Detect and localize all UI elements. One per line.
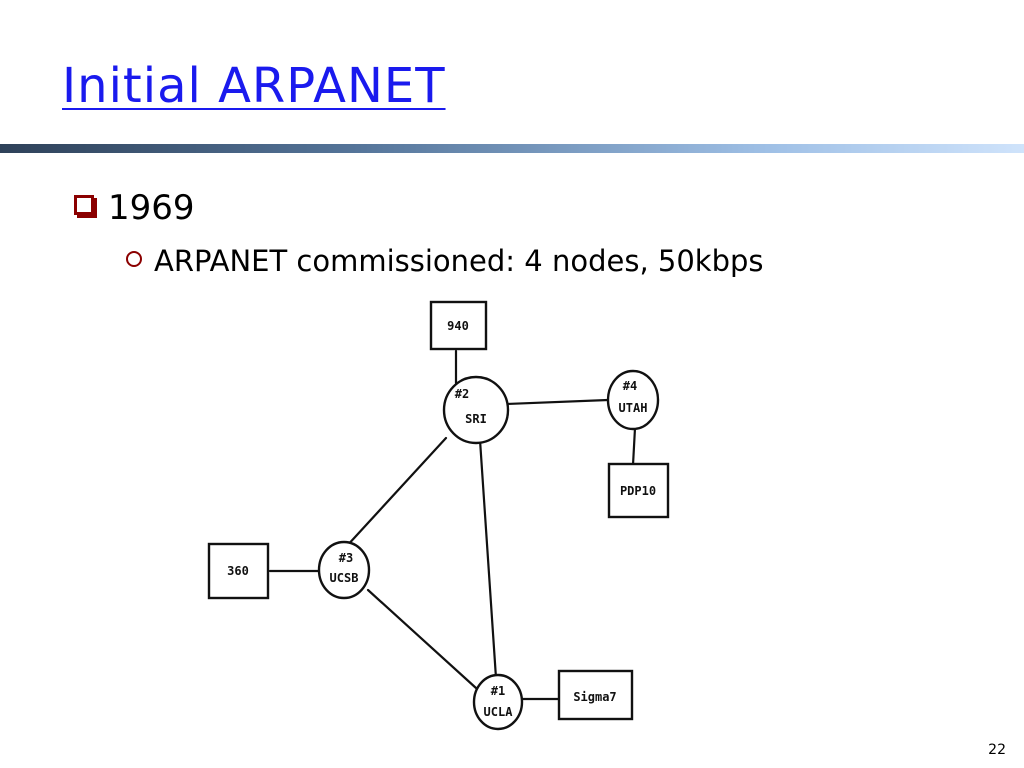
circle-bullet-icon [126, 251, 142, 267]
page-number: 22 [988, 742, 1006, 758]
link-sri-ucla [478, 438, 498, 680]
box-360-label: 360 [227, 564, 249, 578]
link-ucsb-ucla [366, 588, 478, 690]
node-ucsb-id: #3 [339, 551, 353, 565]
box-940 [429, 300, 488, 351]
box-sigma7-label: Sigma7 [573, 690, 616, 704]
node-ucla-name: UCLA [484, 705, 514, 719]
bullet-level1: 1969 [74, 188, 195, 228]
node-utah [606, 369, 660, 431]
bullet-level2-text: ARPANET commissioned: 4 nodes, 50kbps [154, 244, 764, 278]
link-utah-pdp10 [631, 426, 637, 467]
node-sri-id: #2 [455, 387, 469, 401]
link-sri-ucsb [343, 436, 448, 550]
node-sri [442, 375, 510, 445]
node-utah-name: UTAH [619, 401, 648, 415]
node-ucla-id: #1 [491, 684, 505, 698]
node-ucla [472, 673, 524, 731]
bullet-level1-text: 1969 [108, 188, 195, 228]
bullet-level2: ARPANET commissioned: 4 nodes, 50kbps [126, 244, 764, 278]
box-360 [207, 542, 270, 600]
box-940-label: 940 [447, 319, 469, 333]
node-ucsb [317, 540, 371, 600]
box-pdp10-label: PDP10 [620, 484, 656, 498]
square-bullet-icon [74, 195, 94, 215]
arpanet-diagram: 940 PDP10 360 Sigma7 #2 SRI #4 UTAH #3 U… [207, 300, 670, 731]
box-pdp10 [607, 462, 670, 519]
slide-title: Initial ARPANET [62, 58, 446, 114]
link-sri-utah [505, 398, 610, 406]
node-sri-name: SRI [465, 412, 487, 426]
box-sigma7 [557, 669, 634, 721]
node-utah-id: #4 [623, 379, 637, 393]
node-ucsb-name: UCSB [330, 571, 359, 585]
title-divider-bar [0, 144, 1024, 153]
